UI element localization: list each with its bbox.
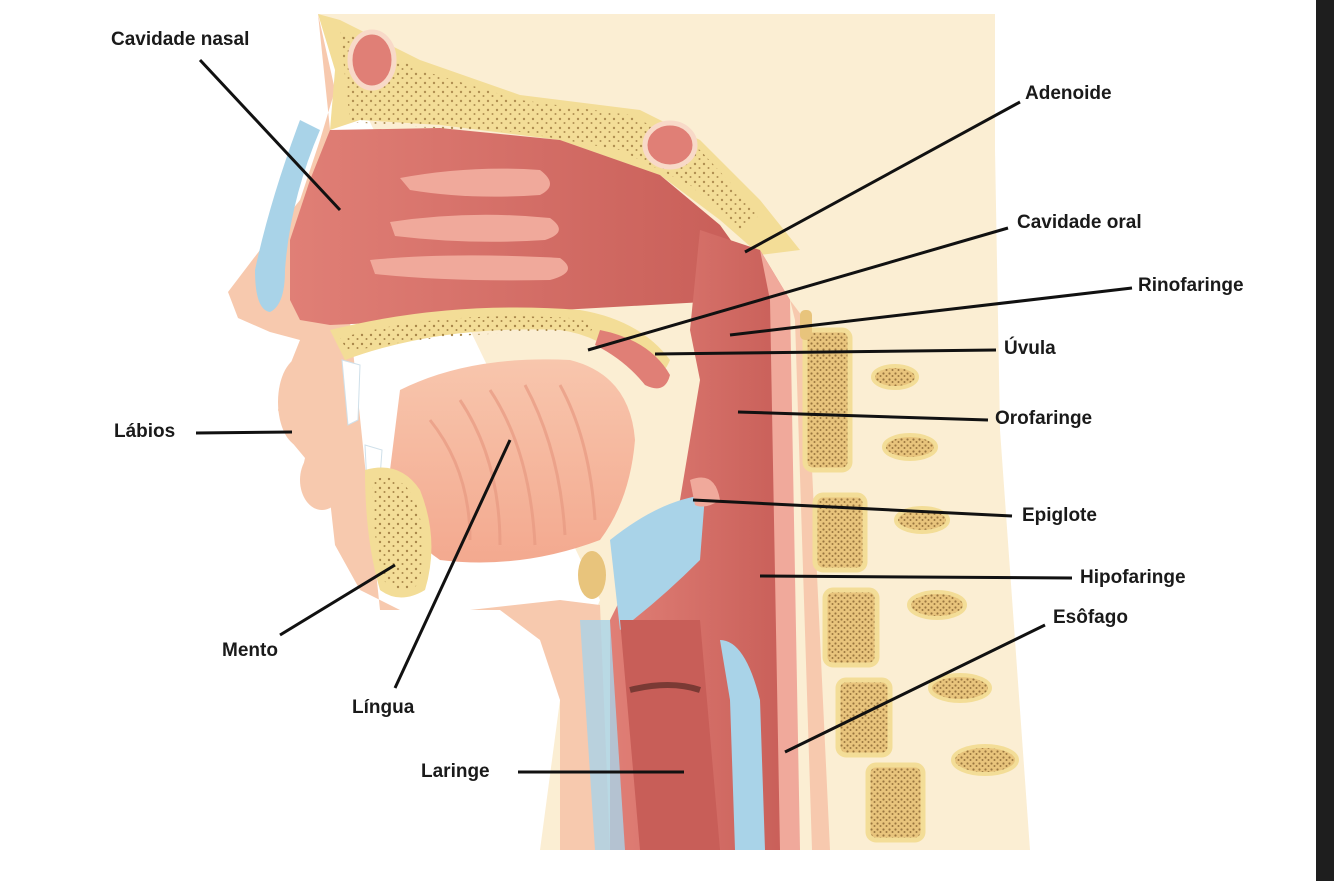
label-hipofaringe: Hipofaringe	[1080, 567, 1186, 589]
label-esofago: Esôfago	[1053, 607, 1128, 629]
sphenoid-sinus	[645, 123, 695, 167]
leader-mento	[280, 565, 395, 635]
label-orofaringe: Orofaringe	[995, 408, 1092, 430]
label-labios: Lábios	[114, 421, 175, 443]
frontal-sinus	[350, 32, 394, 88]
label-uvula: Úvula	[1004, 338, 1056, 360]
label-cavidade-oral: Cavidade oral	[1017, 212, 1142, 234]
label-rinofaringe: Rinofaringe	[1138, 275, 1244, 297]
lower-lip	[300, 450, 344, 510]
leader-labios	[196, 432, 292, 433]
window-edge	[1316, 0, 1334, 881]
leader-cavidade-nasal	[200, 60, 340, 210]
label-epiglote: Epiglote	[1022, 505, 1097, 527]
label-adenoide: Adenoide	[1025, 83, 1112, 105]
leader-hipofaringe	[760, 576, 1072, 578]
label-cavidade-nasal: Cavidade nasal	[111, 29, 249, 51]
label-mento: Mento	[222, 640, 278, 662]
label-laringe: Laringe	[421, 761, 490, 783]
label-lingua: Língua	[352, 697, 414, 719]
hyoid-bone	[578, 551, 606, 599]
